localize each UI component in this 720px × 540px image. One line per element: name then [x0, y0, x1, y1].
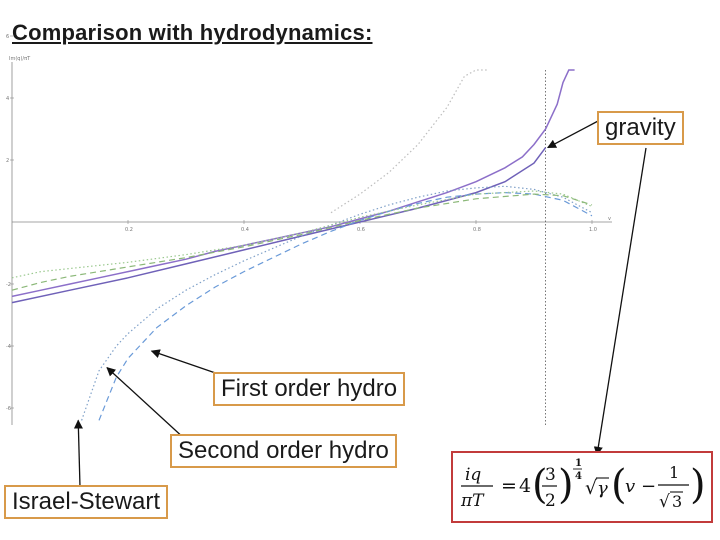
paren-left: ( — [532, 462, 548, 508]
y-tick-label: 4 — [6, 96, 9, 102]
x-tick-label: 0.4 — [241, 227, 249, 233]
y-tick-label: 6 — [6, 34, 9, 40]
arrows — [73, 119, 647, 488]
x-axis-caption: v — [608, 216, 611, 222]
gravity-label: gravity — [597, 111, 684, 146]
series-israel-stewart — [11, 190, 593, 279]
exponent-numerator: 1 — [575, 458, 582, 469]
frac-denominator: 2 — [545, 491, 556, 511]
y-axis-caption: Im(q)/πT — [9, 56, 31, 62]
series-gravity — [11, 69, 575, 298]
slide-title: Comparison with hydrodynamics: — [12, 20, 373, 45]
lhs-denominator: πT — [460, 491, 485, 511]
arrow-israel-stewart — [73, 419, 83, 488]
gamma-symbol: γ — [597, 478, 608, 499]
x-tick-label: 0.6 — [357, 227, 365, 233]
x-tick-label: 0.8 — [473, 227, 481, 233]
sqrt-symbol-2: √ — [659, 492, 670, 512]
y-tick-label: -2 — [6, 282, 11, 288]
x-tick-label: 0.2 — [125, 227, 133, 233]
three: 3 — [672, 492, 682, 511]
series-upper-branch — [330, 69, 488, 214]
series-layer — [11, 69, 593, 421]
one: 1 — [669, 463, 679, 482]
paren-right-2: ) — [690, 462, 706, 508]
series-gravity-2 — [11, 147, 547, 304]
y-tick-label: -6 — [6, 406, 11, 412]
paren-right: ) — [558, 462, 574, 508]
exponent-denominator: 4 — [575, 471, 582, 482]
x-tick-label: 1.0 — [589, 227, 597, 233]
arrow-gravity-formula — [593, 147, 647, 456]
equals-sign: = — [501, 475, 517, 497]
axes: Im(q)/πT v 0.2 0.4 0.6 0.8 1.0 6 4 2 -2 -4 -6 — [6, 34, 612, 425]
factor-four: 4 — [519, 475, 531, 497]
sqrt-symbol: √ — [585, 477, 598, 499]
arrow-second-order — [106, 366, 187, 441]
arrow-gravity — [546, 119, 601, 149]
minus-sign: − — [641, 476, 656, 497]
y-tick-label: 2 — [6, 158, 9, 164]
second-order-label: Second order hydro — [170, 434, 397, 469]
formula: iq πT = 4 ( 3 2 ) 1 4 √ γ ( v − 1 √ 3 ) — [460, 458, 706, 512]
paren-left-2: ( — [611, 462, 627, 508]
variable-v: v — [625, 476, 635, 497]
y-tick-label: -4 — [6, 344, 11, 350]
first-order-label: First order hydro — [213, 372, 406, 407]
lhs-numerator: iq — [465, 465, 481, 485]
israel-stewart-label: Israel-Stewart — [4, 485, 169, 520]
formula-box: iq πT = 4 ( 3 2 ) 1 4 √ γ ( v − 1 √ 3 ) — [451, 451, 713, 523]
series-dashed-green — [11, 193, 593, 291]
series-first-order — [98, 191, 593, 421]
frac-numerator: 3 — [545, 465, 556, 485]
